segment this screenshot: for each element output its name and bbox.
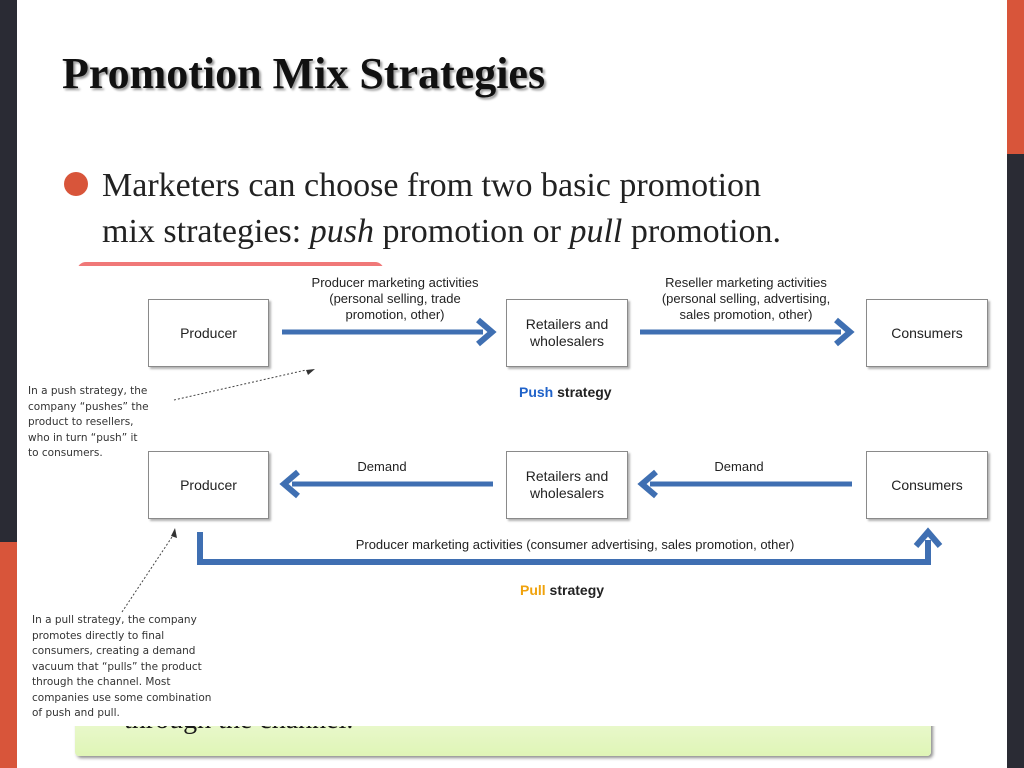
left-bar-orange	[0, 542, 17, 768]
pull-note-line7: of push and pull.	[32, 707, 120, 719]
bullet-pull-word: pull	[569, 213, 623, 250]
pull-retailers-line2: wholesalers	[530, 485, 604, 501]
push-strategy-word: Push	[519, 384, 554, 400]
pull-note-line2: promotes directly to final	[32, 629, 165, 642]
pull-arrowhead-1-icon	[279, 469, 300, 499]
pull-note-line4: vacuum that “pulls” the product	[32, 660, 202, 673]
push-reseller-activities-line2: (personal selling, advertising,	[661, 291, 831, 306]
pull-direct-arrow	[197, 532, 931, 565]
push-retailers-line2: wholesalers	[530, 333, 604, 349]
left-accent-bar	[0, 0, 17, 768]
bullet-line1: Marketers can choose from two basic prom…	[102, 167, 762, 204]
push-note-line4: who in turn “push” it	[28, 431, 138, 444]
bullet-line2-b: promotion or	[373, 213, 570, 250]
pull-strategy-note: In a pull strategy, the company promotes…	[32, 613, 211, 722]
pull-retailers-line1: Retailers and	[525, 468, 609, 484]
bullet-line2-a: mix strategies:	[102, 213, 310, 250]
push-producer-box: Producer	[148, 299, 269, 367]
push-strategy-note: In a push strategy, the company “pushes”…	[28, 384, 149, 462]
push-consumers-label: Consumers	[891, 324, 963, 341]
pull-note-line1: In a pull strategy, the company	[32, 614, 197, 626]
pull-producer-box: Producer	[148, 451, 269, 519]
pull-consumers-box: Consumers	[866, 451, 988, 519]
slide-title: Promotion Mix Strategies	[62, 49, 546, 98]
right-accent-bar	[1007, 0, 1024, 768]
push-strategy-suffix: strategy	[553, 384, 612, 400]
pull-strategy-word: Pull	[520, 582, 546, 598]
push-reseller-activities-line3: sales promotion, other)	[679, 307, 813, 322]
pull-arrowhead-2-icon	[637, 469, 658, 499]
push-arrowhead-2-icon	[834, 317, 855, 347]
pull-note-line5: through the channel. Most	[32, 676, 171, 688]
pull-strategy-caption: Pull strategy	[520, 582, 604, 598]
bullet-push-word: push	[309, 213, 374, 250]
pull-producer-label: Producer	[180, 476, 237, 493]
push-arrowhead-1-icon	[476, 317, 497, 347]
pull-direct-arrowhead-icon	[913, 527, 943, 548]
pull-note-line3: consumers, creating a demand	[32, 645, 196, 657]
push-strategy-caption: Push strategy	[519, 384, 612, 400]
left-bar-dark	[0, 0, 17, 542]
right-bar-dark	[1007, 154, 1024, 768]
push-producer-activities-label: Producer marketing activities (personal …	[270, 275, 520, 323]
pull-demand-right-label: Demand	[714, 459, 764, 474]
bullet-dot-icon	[64, 172, 88, 196]
figure-arrows	[121, 317, 943, 613]
push-note-line5: to consumers.	[28, 447, 103, 459]
push-note-pointer	[173, 369, 307, 401]
push-consumers-box: Consumers	[866, 299, 988, 367]
pull-demand-left-label: Demand	[357, 459, 407, 474]
push-producer-activities-line2: (personal selling, trade	[329, 291, 461, 306]
pull-note-pointer-head-icon	[171, 528, 177, 538]
pull-note-line6: companies use some combination	[32, 691, 212, 704]
pull-note-pointer	[121, 533, 175, 613]
bullet-line2-c: promotion.	[622, 213, 782, 250]
pull-strategy-suffix: strategy	[545, 582, 605, 598]
push-note-line1: In a push strategy, the	[28, 385, 148, 397]
push-reseller-activities-label: Reseller marketing activities (personal …	[626, 275, 866, 323]
push-reseller-activities-line1: Reseller marketing activities	[665, 275, 827, 290]
bullet-text: Marketers can choose from two basic prom…	[102, 163, 962, 255]
push-producer-activities-line3: promotion, other)	[345, 307, 445, 322]
push-producer-label: Producer	[180, 324, 237, 341]
pull-consumers-label: Consumers	[891, 476, 963, 493]
push-retailers-line1: Retailers and	[525, 316, 609, 332]
push-note-line3: product to resellers,	[28, 416, 134, 428]
push-producer-activities-line1: Producer marketing activities	[311, 275, 479, 290]
push-note-pointer-head-icon	[306, 369, 315, 375]
right-bar-orange	[1007, 0, 1024, 154]
push-note-line2: company “pushes” the	[28, 400, 149, 413]
pull-producer-activities-label: Producer marketing activities (consumer …	[355, 537, 795, 552]
